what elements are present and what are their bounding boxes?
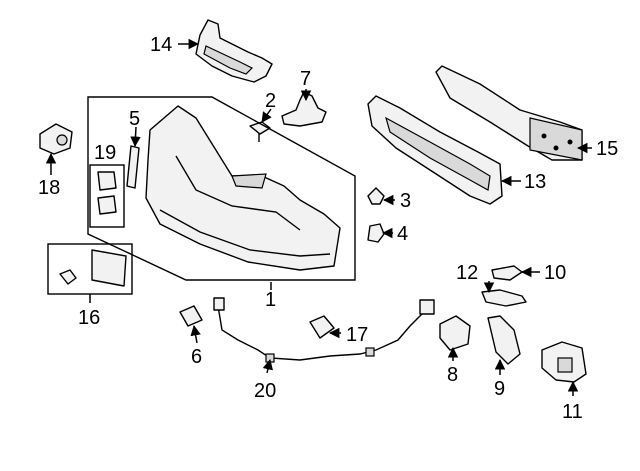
- callout-9: 9: [494, 378, 505, 400]
- support-part: [487, 315, 521, 365]
- wire-harness-part: [213, 297, 435, 363]
- callout-6: 6: [191, 346, 202, 368]
- callout-2: 2: [265, 90, 276, 112]
- callout-17: 17: [346, 324, 368, 346]
- absorber-part: [367, 95, 503, 205]
- callout-20: 20: [254, 380, 276, 402]
- retainer-group: [89, 164, 125, 228]
- callout-10: 10: [544, 262, 566, 284]
- callout-5: 5: [129, 108, 140, 130]
- bracket-10-part: [491, 265, 523, 281]
- reinforcement-part: [435, 65, 583, 161]
- retainer-clip-part: [367, 187, 385, 205]
- callout-4: 4: [397, 223, 408, 245]
- callout-12: 12: [456, 262, 478, 284]
- callout-13: 13: [524, 171, 546, 193]
- callout-8: 8: [447, 364, 458, 386]
- side-bracket-part: [281, 91, 327, 127]
- bumper-cover-group: [87, 96, 356, 281]
- callout-16: 16: [78, 307, 100, 329]
- lamp-bracket-part: [439, 315, 471, 351]
- bumper-cover-frame: [87, 96, 356, 281]
- sensor-17-part: [309, 315, 335, 339]
- nut-part: [367, 223, 385, 243]
- clip-part: [249, 121, 271, 142]
- hardware-kit-group: [47, 243, 133, 295]
- upper-bracket-part: [195, 19, 273, 83]
- bracket-12-part: [481, 289, 527, 307]
- callout-7: 7: [300, 68, 311, 90]
- callout-1: 1: [265, 289, 276, 311]
- side-strip-part: [126, 145, 140, 189]
- retainer-frame: [89, 164, 125, 228]
- callout-15: 15: [596, 138, 618, 160]
- cap-part: [179, 305, 203, 327]
- bumper-cover-part: [145, 105, 341, 271]
- callout-11: 11: [562, 401, 583, 423]
- sensor-part: [39, 123, 73, 155]
- callout-18: 18: [38, 177, 60, 199]
- callout-19: 19: [94, 142, 116, 164]
- housing-part: [541, 341, 587, 383]
- callout-3: 3: [400, 190, 411, 212]
- callout-14: 14: [150, 34, 172, 56]
